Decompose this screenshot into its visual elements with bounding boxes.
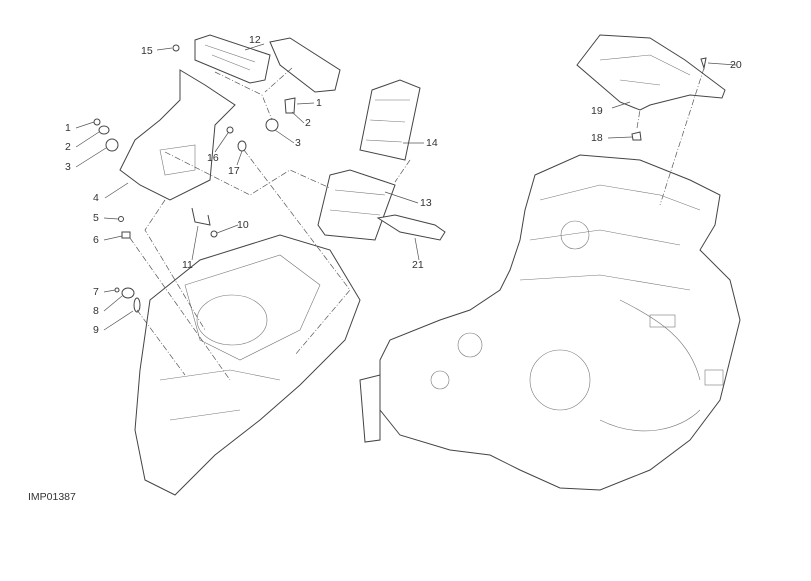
small-fasteners [93, 44, 296, 313]
callout-5: 5 [93, 212, 99, 224]
airbox-housing [134, 234, 361, 496]
part-13-filter-housing [317, 169, 396, 241]
callout-14: 14 [426, 137, 438, 149]
callout-21: 21 [412, 259, 424, 271]
callout-18: 18 [591, 132, 603, 144]
drawing-code: IMP01387 [28, 491, 76, 503]
callout-7: 7 [93, 286, 99, 298]
callout-16: 16 [207, 152, 219, 164]
callout-4: 4 [93, 192, 99, 204]
callout-3-left: 3 [65, 161, 71, 173]
part-4-bracket [119, 69, 236, 201]
callout-9: 9 [93, 324, 99, 336]
callout-2-right: 2 [305, 117, 311, 129]
part-14-filter [359, 79, 421, 161]
callout-12: 12 [249, 34, 261, 46]
callout-13: 13 [420, 197, 432, 209]
callout-19: 19 [591, 105, 603, 117]
callout-2-left: 2 [65, 141, 71, 153]
callout-6: 6 [93, 234, 99, 246]
leader-lines [75, 43, 737, 331]
assembly-lines [129, 67, 705, 381]
callout-1-left: 1 [65, 122, 71, 134]
engine-assembly [359, 154, 741, 491]
callout-15: 15 [141, 45, 153, 57]
part-12-cover [194, 34, 341, 93]
callout-3-right: 3 [295, 137, 301, 149]
callout-1-right: 1 [316, 97, 322, 109]
callout-20: 20 [730, 59, 742, 71]
callout-17: 17 [228, 165, 240, 177]
part-19-cover [576, 34, 726, 141]
callout-11: 11 [182, 259, 193, 271]
callout-10: 10 [237, 219, 249, 231]
callout-8: 8 [93, 305, 99, 317]
part-21-strap [376, 214, 446, 241]
